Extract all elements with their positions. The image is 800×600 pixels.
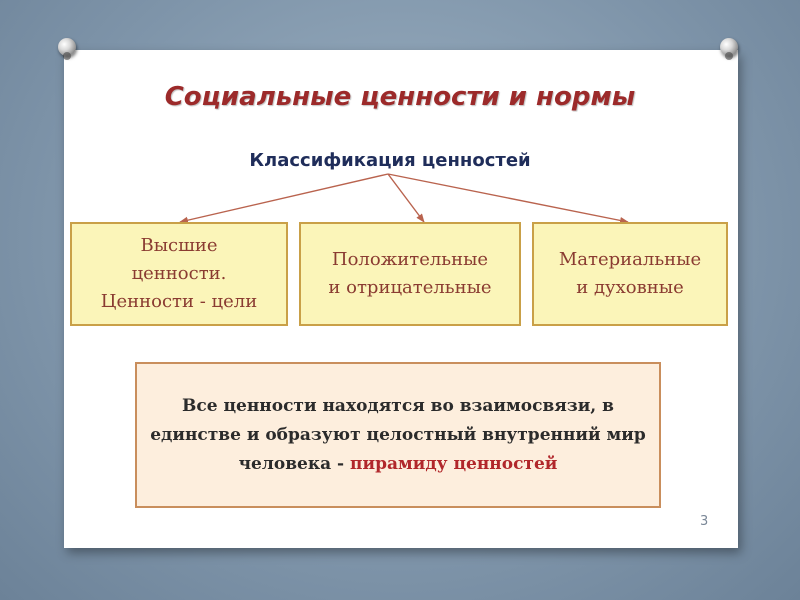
- box-1-line-2: ценности.: [131, 263, 227, 284]
- box-3-line-1: Материальные: [558, 249, 702, 270]
- box-2-line-1: Положительные: [331, 249, 489, 270]
- value-category-box-3: Материальные и духовные: [532, 222, 728, 326]
- note-highlight: пирамиду ценностей: [350, 453, 558, 474]
- pushpin-icon: [720, 38, 738, 60]
- slide-title: Социальные ценности и нормы: [164, 82, 636, 112]
- value-category-box-1: Высшие ценности. Ценности - цели: [70, 222, 288, 326]
- box-2-line-2: и отрицательные: [328, 277, 492, 298]
- pushpin-icon: [58, 38, 76, 60]
- note-text: Все ценности находятся во взаимосвязи, в…: [150, 395, 646, 474]
- box-1-line-3: Ценности - цели: [100, 291, 258, 312]
- box-3-line-2: и духовные: [576, 277, 684, 298]
- values-summary-note: Все ценности находятся во взаимосвязи, в…: [135, 362, 661, 508]
- page-number: 3: [700, 514, 709, 529]
- box-1-line-1: Высшие: [140, 235, 218, 256]
- value-category-box-2: Положительные и отрицательные: [299, 222, 521, 326]
- classification-heading: Классификация ценностей: [249, 150, 531, 171]
